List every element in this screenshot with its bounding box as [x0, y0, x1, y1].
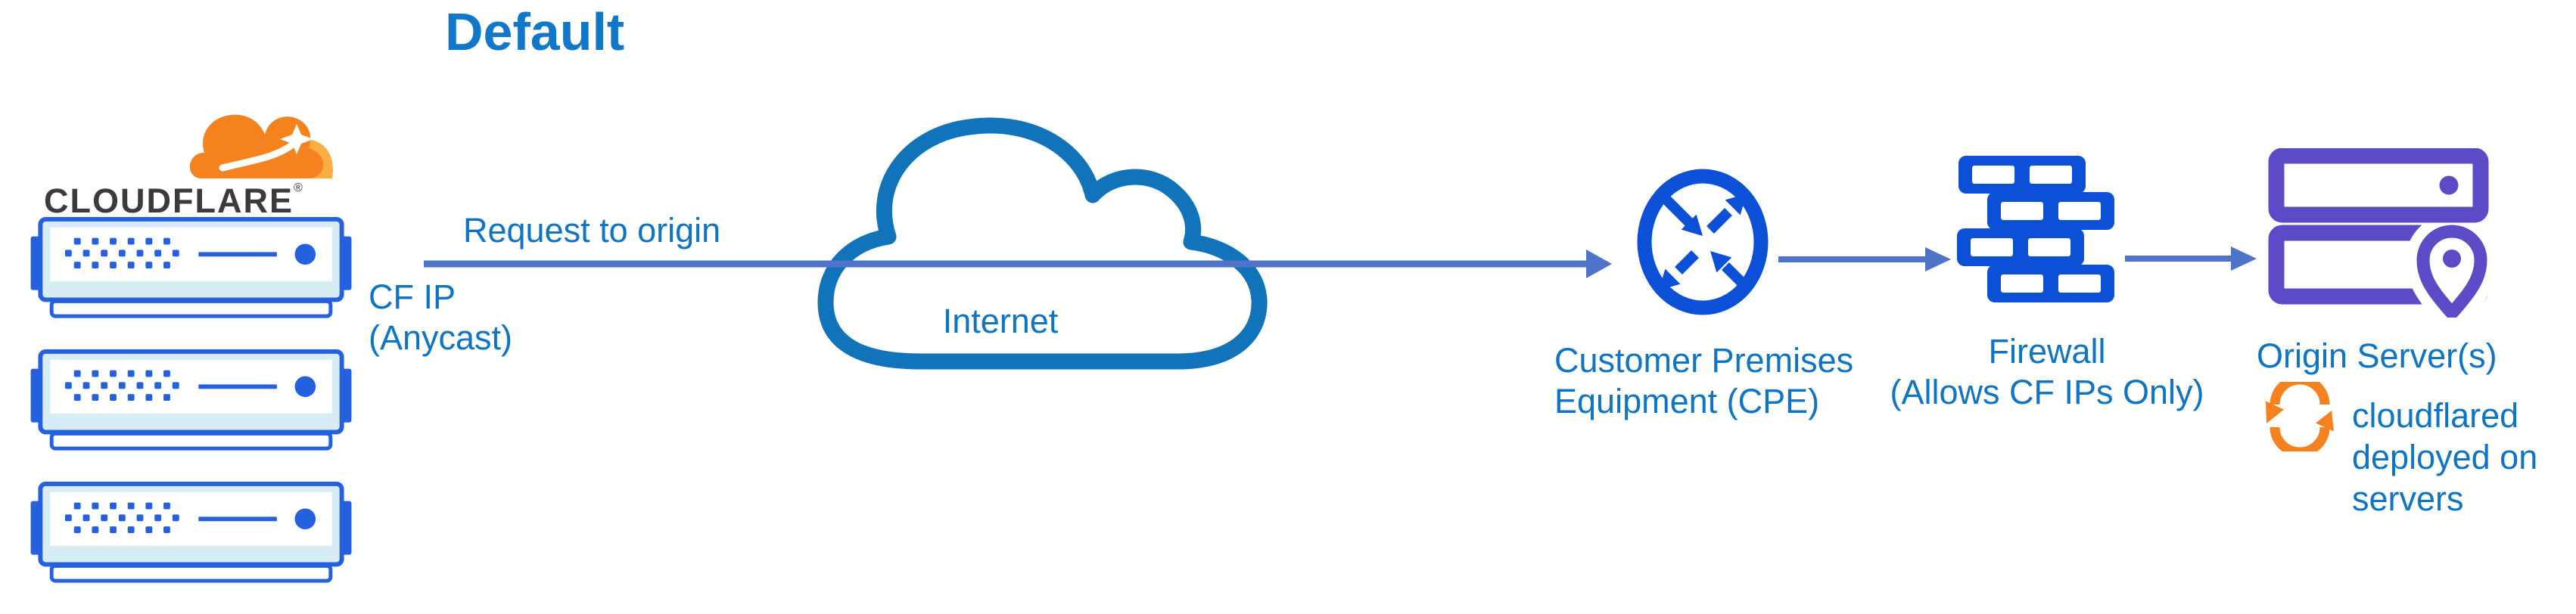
location-pin-icon	[2416, 225, 2487, 318]
internet-label: Internet	[942, 302, 1059, 340]
cf-ip-line1: CF IP	[369, 278, 456, 316]
page-title: Default	[445, 2, 625, 61]
origin-servers-label: Origin Server(s)	[2257, 336, 2497, 375]
cloudflare-logo-icon	[189, 114, 333, 178]
cloudflare-server-icon	[30, 217, 352, 318]
cpe-line1: Customer Premises	[1554, 341, 1854, 380]
registered-mark: ®	[293, 181, 304, 194]
cloudflare-server-icon	[30, 482, 352, 583]
cloudflare-wordmark: CLOUDFLARE®	[44, 181, 304, 221]
firewall-line1: Firewall	[1988, 332, 2106, 371]
cf-ip-anycast-label: CF IP(Anycast)	[369, 277, 512, 358]
internet-cloud-icon	[817, 117, 1268, 370]
origin-servers-icon	[2268, 148, 2494, 318]
firewall-label: Firewall(Allows CF IPs Only)	[1877, 331, 2217, 413]
cpe-router-icon	[1637, 169, 1769, 315]
firewall-icon	[1957, 156, 2114, 302]
request-to-origin-label: Request to origin	[463, 211, 721, 250]
cf-ip-line2: (Anycast)	[369, 318, 513, 357]
sync-arrows-icon	[2266, 382, 2334, 451]
cloudflared-line3: servers	[2352, 479, 2464, 518]
cloudflare-wordmark-text: CLOUDFLARE	[44, 181, 294, 220]
cloudflared-line1: cloudflared	[2352, 396, 2519, 435]
cloudflared-line2: deployed on	[2352, 438, 2538, 476]
cpe-line2: Equipment (CPE)	[1554, 382, 1820, 420]
firewall-line2: (Allows CF IPs Only)	[1890, 373, 2204, 411]
cloudflare-server-icon	[30, 349, 352, 451]
